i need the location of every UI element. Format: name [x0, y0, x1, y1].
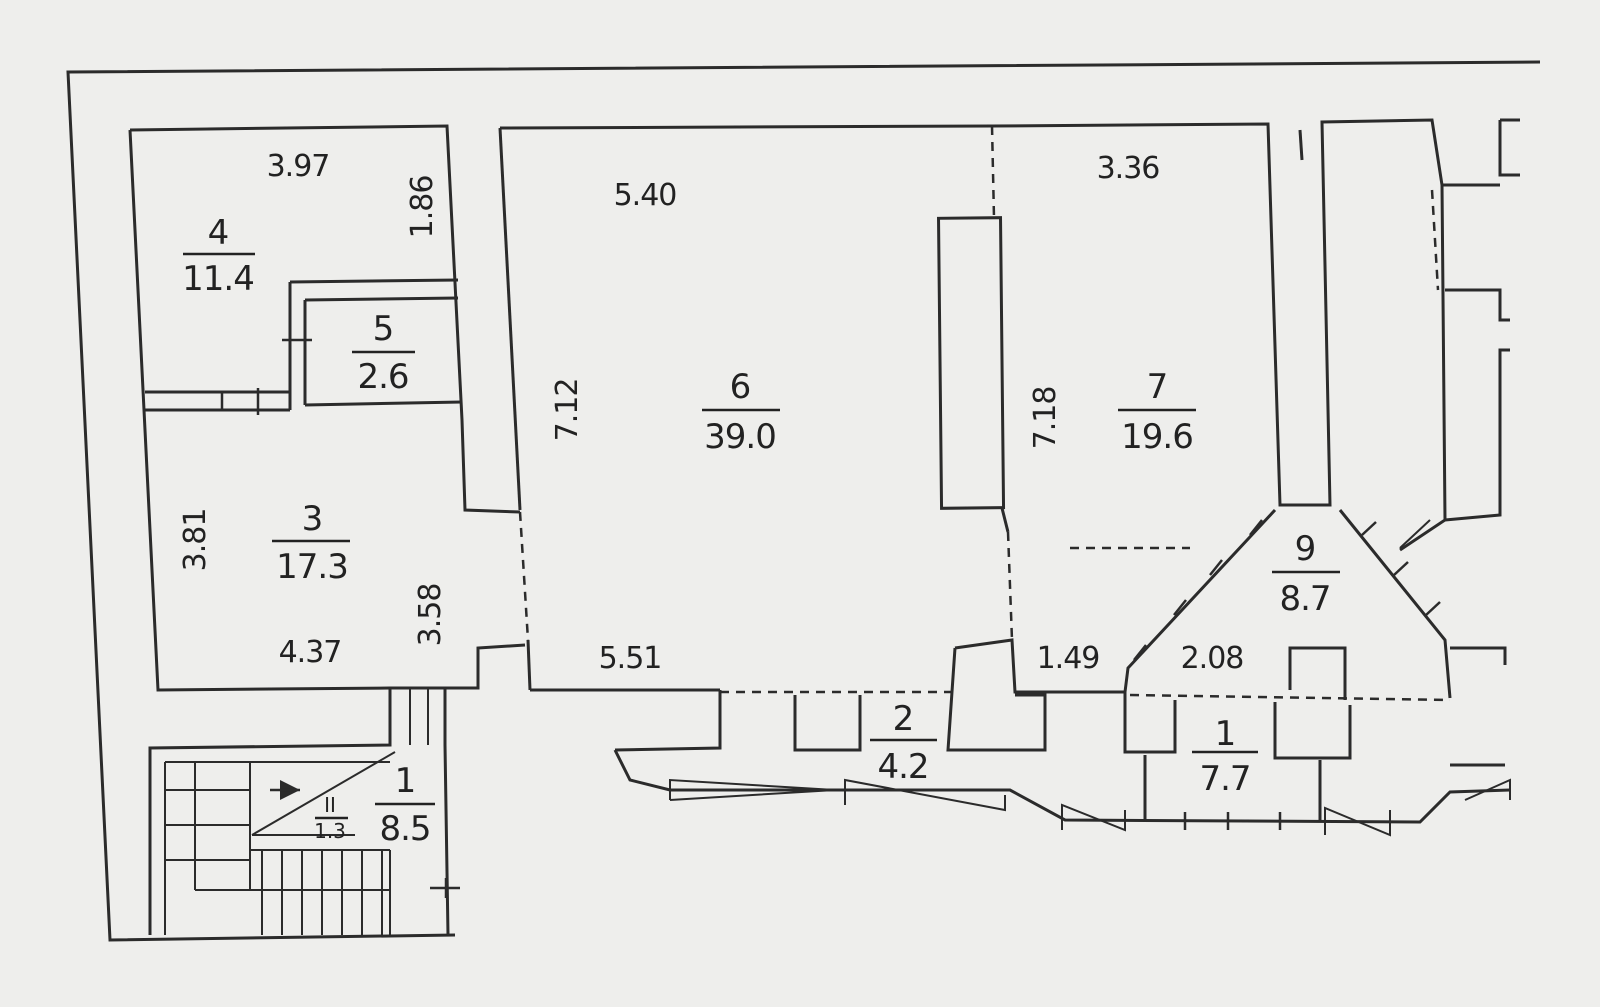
right-strip-walls	[1399, 118, 1520, 665]
dimension-corridor-a: 1.49	[1037, 641, 1100, 676]
dimension-room6-bottom: 5.51	[599, 641, 662, 676]
dimension-room3-width: 4.37	[279, 635, 342, 670]
outer-walls	[66, 60, 1541, 942]
room-area: 8.7	[1279, 579, 1330, 619]
room-area: 11.4	[182, 259, 254, 299]
dimension-corridor-b: 2.08	[1181, 641, 1244, 676]
room-number: 5	[373, 309, 394, 349]
room-6-walls	[498, 118, 1500, 692]
room-number: 1	[395, 761, 416, 801]
left-block-walls	[128, 124, 526, 692]
room-label-9: 9 8.7	[1272, 529, 1340, 619]
room-label-4: 4 11.4	[182, 213, 255, 299]
room-number: 1	[1215, 714, 1236, 754]
room-label-1-stair: 1 8.5	[375, 761, 435, 849]
room-area: 8.5	[379, 809, 430, 849]
room-area: 7.7	[1199, 759, 1250, 799]
room-area: 2.6	[357, 357, 408, 397]
room-number: II	[324, 793, 336, 817]
dimension-room4-width: 3.97	[267, 149, 330, 184]
stairwell	[148, 688, 460, 936]
dimension-room6-width: 5.40	[614, 178, 677, 213]
dimension-labels: 3.97 1.86 5.40 3.36 7.12 7.18 3.81 4.37 …	[178, 149, 1244, 676]
room-7-walls	[954, 129, 1304, 694]
lower-corridor-walls	[613, 646, 1511, 837]
room-label-3: 3 17.3	[272, 499, 350, 587]
dimension-room4-side: 1.86	[405, 176, 440, 239]
room-label-1-corridor: 1 7.7	[1192, 714, 1258, 799]
room-label-6: 6 39.0	[702, 367, 780, 457]
room-label-5: 5 2.6	[352, 309, 415, 397]
room-number: 9	[1295, 529, 1316, 569]
dimension-room3-side: 3.58	[413, 584, 448, 647]
dimension-room3-height: 3.81	[178, 509, 213, 572]
dimension-room7-height: 7.18	[1028, 387, 1063, 450]
room-number: 6	[730, 367, 751, 407]
room-9-walls	[1123, 508, 1452, 699]
room-number: 2	[893, 699, 914, 739]
room-area: 4.2	[877, 747, 928, 787]
room-area: 1.3	[314, 819, 346, 843]
room-area: 17.3	[276, 547, 348, 587]
room-area: 19.6	[1121, 417, 1193, 457]
room-number: 4	[208, 213, 229, 253]
room-number: 3	[302, 499, 323, 539]
room-area: 39.0	[704, 417, 776, 457]
dimension-room7-width: 3.36	[1097, 151, 1160, 186]
room-label-7: 7 19.6	[1118, 367, 1196, 457]
dimension-room6-height: 7.12	[550, 379, 585, 442]
room-label-2: 2 4.2	[870, 699, 937, 787]
room-label-II: II 1.3	[314, 793, 348, 843]
room-number: 7	[1147, 367, 1168, 407]
